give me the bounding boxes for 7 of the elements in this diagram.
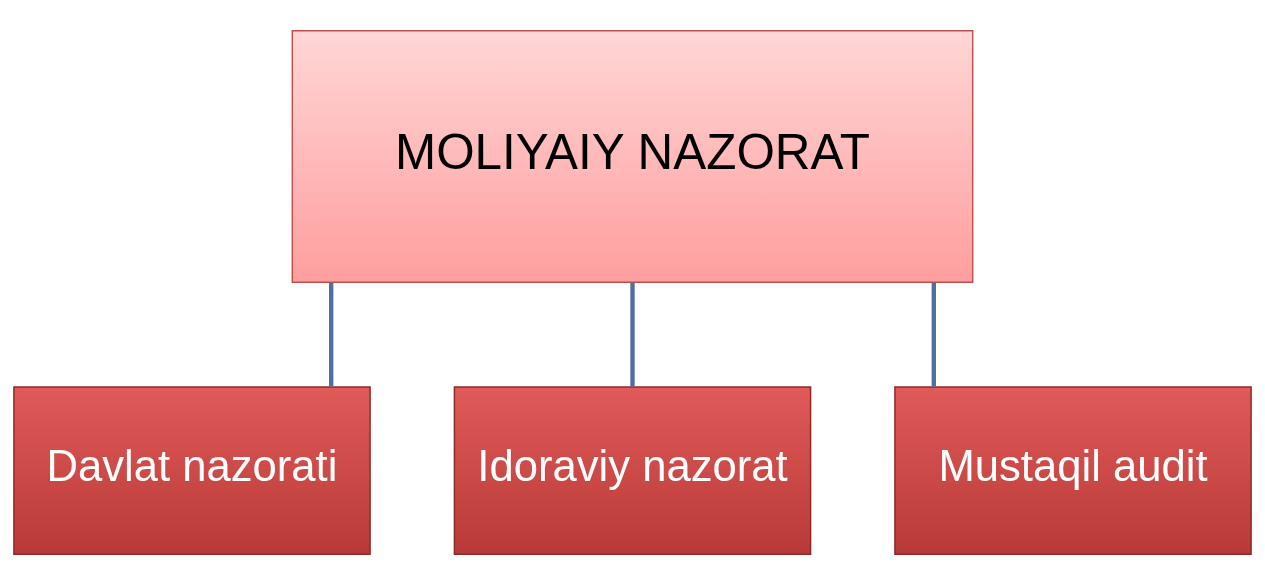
connector (931, 282, 936, 387)
node-box: Mustaqil audit (894, 386, 1252, 555)
node-box: Idoraviy nazorat (453, 386, 812, 555)
connector (329, 282, 334, 387)
node-box: Davlat nazorati (13, 386, 371, 555)
node-box: MOLIYAIY NAZORAT (291, 30, 974, 284)
connector (630, 282, 635, 387)
